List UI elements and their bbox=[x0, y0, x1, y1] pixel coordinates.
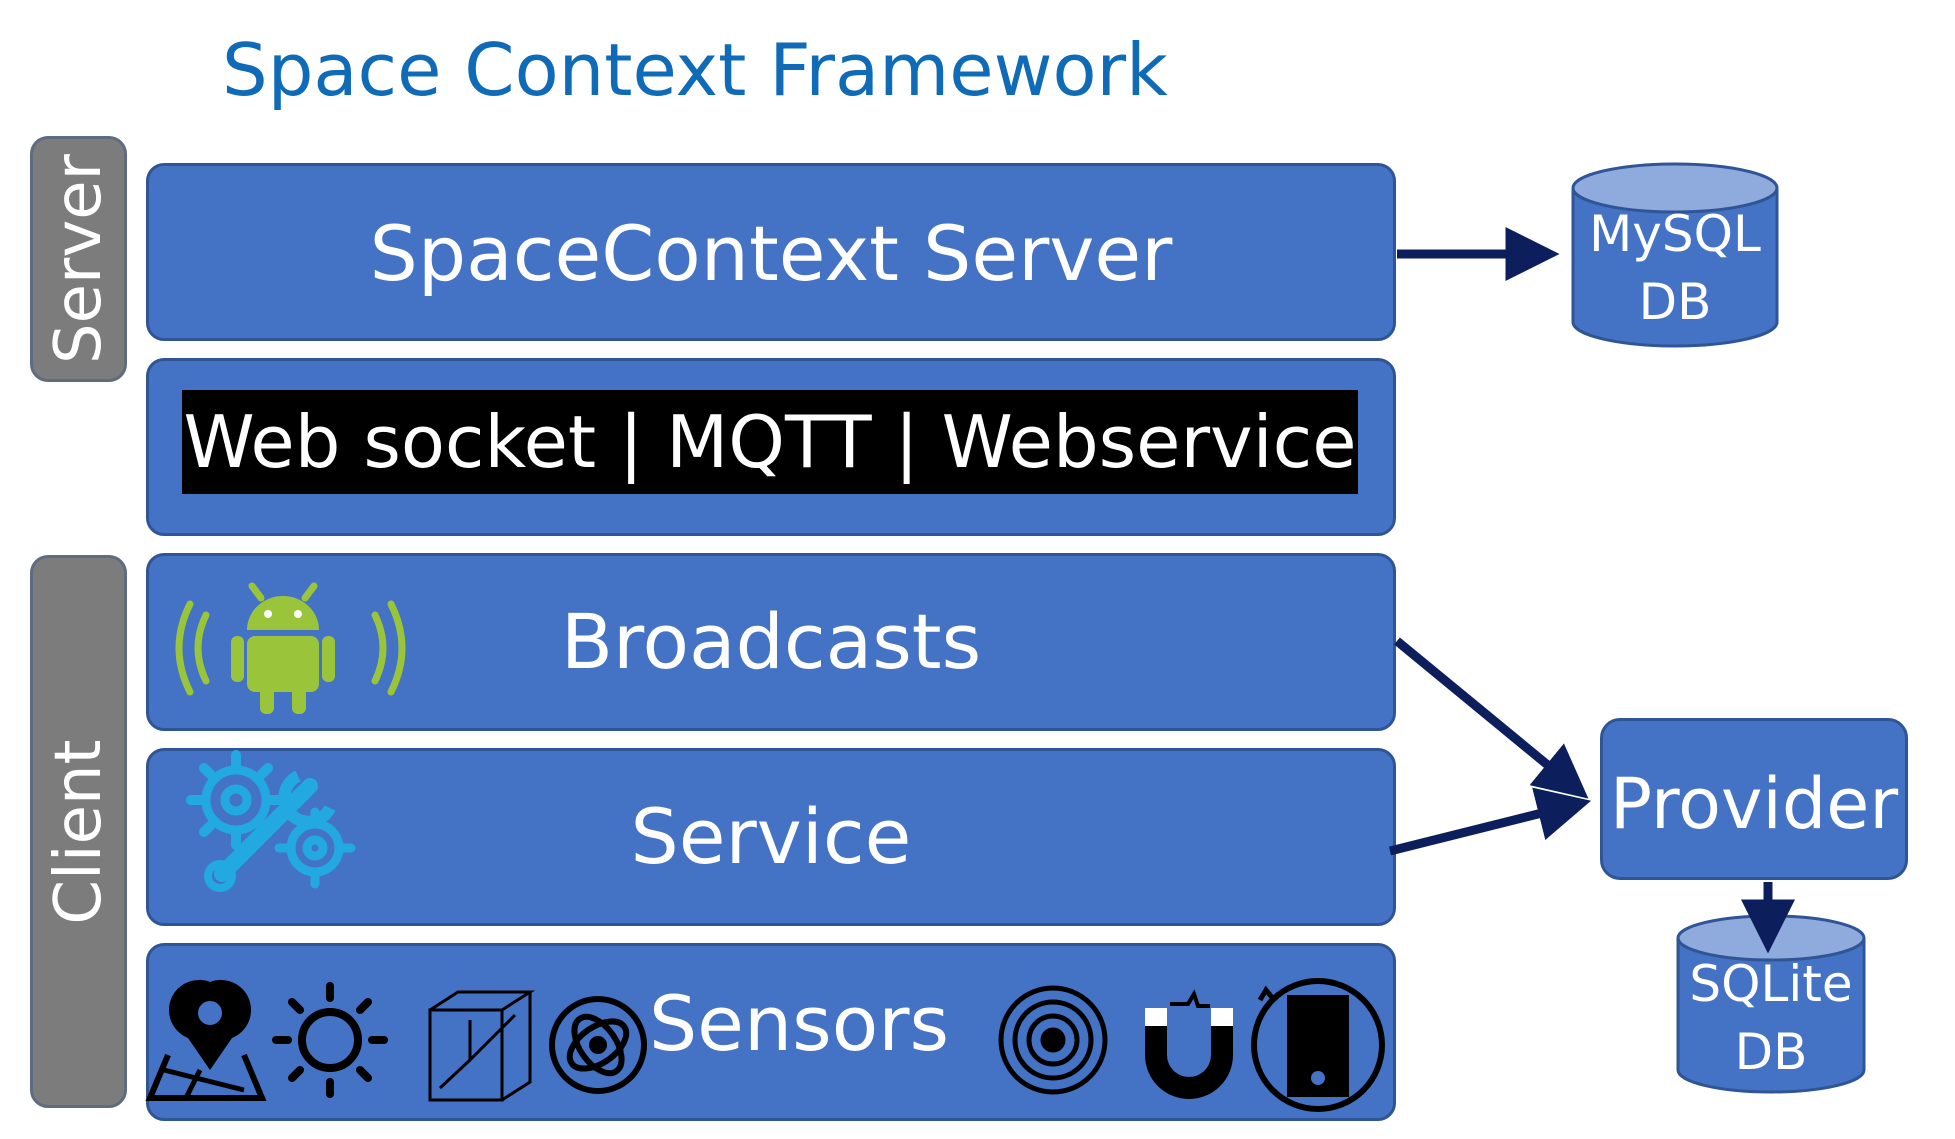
spacecontext-server-layer: SpaceContext Server bbox=[146, 163, 1396, 341]
provider-label: Provider bbox=[1609, 763, 1899, 845]
server-side-label: Server bbox=[30, 136, 127, 382]
client-side-label: Client bbox=[30, 555, 127, 1108]
page-title: Space Context Framework bbox=[222, 28, 1168, 112]
protocol-label: Web socket | MQTT | Webservice bbox=[182, 390, 1358, 494]
gear-wrench-icon bbox=[186, 750, 356, 892]
sqlite-db-label: SQLite DB bbox=[1689, 955, 1853, 1081]
spacecontext-server-label: SpaceContext Server bbox=[369, 209, 1173, 298]
mysql-db-label: MySQL DB bbox=[1589, 205, 1761, 331]
android-broadcast-icon bbox=[175, 582, 406, 696]
service-layer: Service bbox=[146, 748, 1396, 926]
orbit-icon bbox=[998, 985, 1108, 1095]
mysql-db-cylinder bbox=[1571, 162, 1779, 348]
broadcasts-layer: Broadcasts bbox=[146, 553, 1396, 731]
gyroscope-icon bbox=[549, 996, 647, 1094]
broadcasts-to-provider-arrow bbox=[1394, 637, 1589, 799]
broadcasts-label: Broadcasts bbox=[560, 597, 982, 686]
map-pin-icon bbox=[145, 979, 267, 1101]
provider-box: Provider bbox=[1600, 718, 1908, 880]
magnet-icon bbox=[1145, 989, 1233, 1099]
sun-icon bbox=[272, 982, 388, 1098]
phone-rotate-icon bbox=[1251, 978, 1385, 1112]
android-robot-icon bbox=[231, 596, 335, 714]
sensors-label: Sensors bbox=[648, 979, 950, 1068]
service-to-provider-arrow bbox=[1388, 787, 1592, 856]
service-label: Service bbox=[630, 792, 912, 881]
cube-axes-icon bbox=[428, 990, 536, 1102]
